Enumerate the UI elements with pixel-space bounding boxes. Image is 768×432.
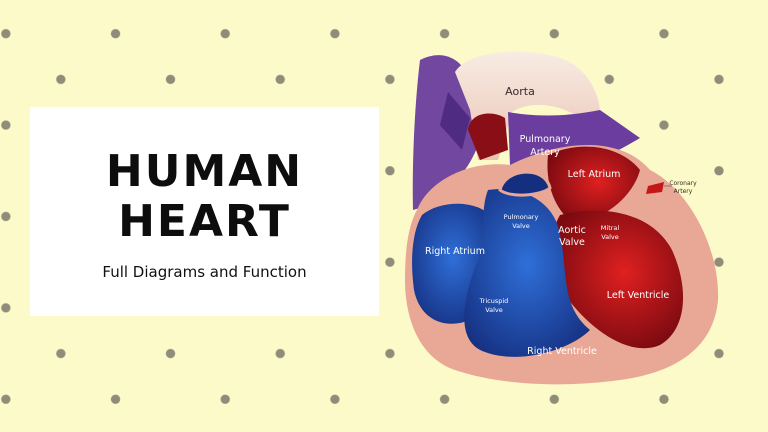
vena-cava-lower [440, 92, 470, 150]
label-aortic-valve-1: Aortic [558, 225, 586, 236]
label-aorta: Aorta [505, 85, 535, 98]
page-title: HUMAN HEART [30, 147, 379, 247]
left-ventricle-chamber [552, 210, 684, 349]
title-card: HUMAN HEART Full Diagrams and Function [30, 107, 379, 316]
label-coronary-artery-2: Artery [674, 188, 693, 195]
title-line-2: HEART [118, 196, 291, 247]
left-atrium-chamber [547, 146, 640, 225]
label-left-atrium: Left Atrium [568, 169, 621, 180]
pulmonary-valve [498, 170, 552, 197]
label-coronary-artery-1: Coronary [669, 180, 697, 187]
label-pulmonary-valve-1: Pulmonary [504, 213, 539, 221]
label-mitral-valve-2: Valve [601, 233, 619, 241]
title-line-1: HUMAN [105, 146, 304, 197]
label-pulmonary-valve-2: Valve [512, 222, 530, 230]
label-mitral-valve-1: Mitral [601, 224, 620, 232]
label-left-ventricle: Left Ventricle [607, 290, 670, 301]
label-right-atrium: Right Atrium [425, 246, 485, 257]
label-right-ventricle: Right Ventricle [527, 346, 597, 357]
coronary-artery-vessel [646, 182, 664, 194]
page-subtitle: Full Diagrams and Function [102, 263, 307, 281]
label-aortic-valve-2: Valve [559, 237, 585, 248]
label-tricuspid-valve-1: Tricuspid [479, 297, 509, 305]
label-pulmonary-artery-2: Artery [530, 147, 560, 158]
right-ventricle-chamber [464, 189, 590, 357]
label-tricuspid-valve-2: Valve [485, 306, 503, 314]
label-pulmonary-artery-1: Pulmonary [520, 134, 571, 145]
aorta-opening [468, 113, 508, 160]
